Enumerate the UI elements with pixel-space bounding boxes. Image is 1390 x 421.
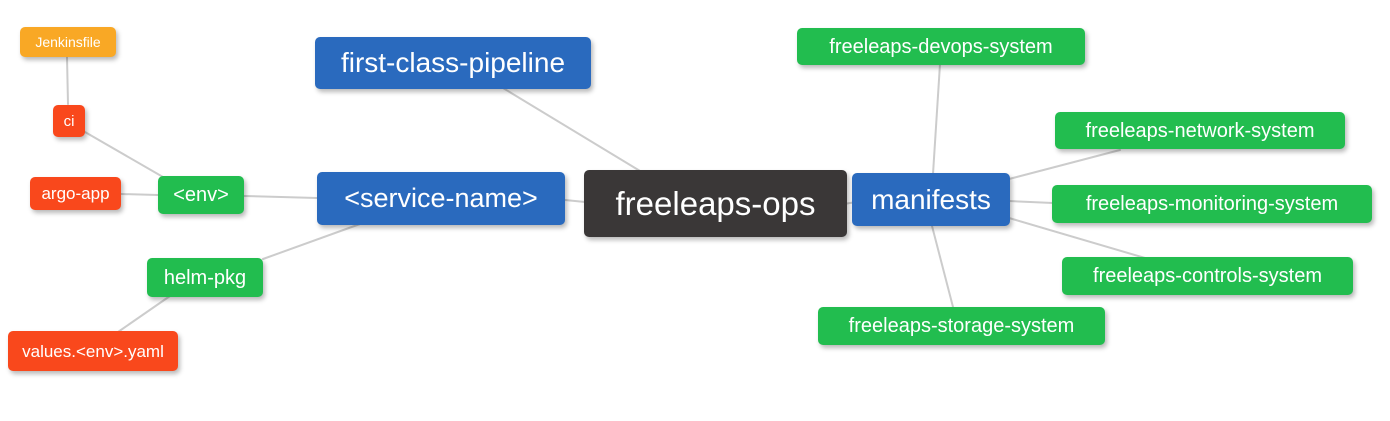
node-argo-app[interactable]: argo-app <box>30 177 121 210</box>
node-freeleaps-ops[interactable]: freeleaps-ops <box>584 170 847 237</box>
edge-service-name-to-helm-pkg <box>262 223 361 260</box>
edge-env-to-service-name <box>243 195 318 199</box>
node-label: freeleaps-monitoring-system <box>1085 193 1339 215</box>
node-label: values.<env>.yaml <box>22 341 164 361</box>
node-values-env-yaml[interactable]: values.<env>.yaml <box>8 331 178 371</box>
node-label: freeleaps-ops <box>615 185 816 222</box>
node-freeleaps-devops-system[interactable]: freeleaps-devops-system <box>797 28 1085 65</box>
node-label: ci <box>63 112 75 130</box>
edge-first-class-pipeline-to-freeleaps-ops <box>502 87 641 172</box>
node-freeleaps-storage-system[interactable]: freeleaps-storage-system <box>818 307 1105 345</box>
node-freeleaps-network-system[interactable]: freeleaps-network-system <box>1055 112 1345 149</box>
node-label: freeleaps-network-system <box>1085 119 1315 142</box>
node-first-class-pipeline[interactable]: first-class-pipeline <box>315 37 591 89</box>
node-label: <service-name> <box>344 183 538 213</box>
edge-ci-to-env <box>84 131 164 178</box>
edge-service-name-to-freeleaps-ops <box>564 199 586 203</box>
node-freeleaps-controls-system[interactable]: freeleaps-controls-system <box>1062 257 1353 295</box>
edge-manifests-to-freeleaps-monitoring-system <box>1008 200 1054 204</box>
node-label: freeleaps-storage-system <box>848 315 1075 337</box>
node-label: Jenkinsfile <box>35 34 101 50</box>
node-freeleaps-monitoring-system[interactable]: freeleaps-monitoring-system <box>1052 185 1372 223</box>
edge-manifests-to-freeleaps-controls-system <box>1008 217 1146 259</box>
node-manifests[interactable]: manifests <box>852 173 1010 226</box>
node-ci[interactable]: ci <box>53 105 85 137</box>
node-helm-pkg[interactable]: helm-pkg <box>147 258 263 297</box>
node-label: freeleaps-controls-system <box>1093 265 1322 287</box>
edge-helm-pkg-to-values-env-yaml <box>117 295 171 333</box>
node-label: argo-app <box>41 184 110 203</box>
node-env[interactable]: <env> <box>158 176 244 214</box>
node-label: first-class-pipeline <box>340 47 566 78</box>
node-label: <env> <box>173 184 229 206</box>
edge-manifests-to-freeleaps-storage-system <box>931 225 954 308</box>
edge-jenkinsfile-to-ci <box>66 56 69 105</box>
edge-manifests-to-freeleaps-network-system <box>1008 149 1121 180</box>
node-service-name[interactable]: <service-name> <box>317 172 565 225</box>
node-label: helm-pkg <box>163 266 247 289</box>
edge-argo-app-to-env <box>120 193 159 196</box>
node-label: manifests <box>871 183 991 215</box>
node-label: freeleaps-devops-system <box>829 35 1053 58</box>
node-jenkinsfile[interactable]: Jenkinsfile <box>20 27 116 57</box>
edge-manifests-to-freeleaps-devops-system <box>932 63 941 175</box>
